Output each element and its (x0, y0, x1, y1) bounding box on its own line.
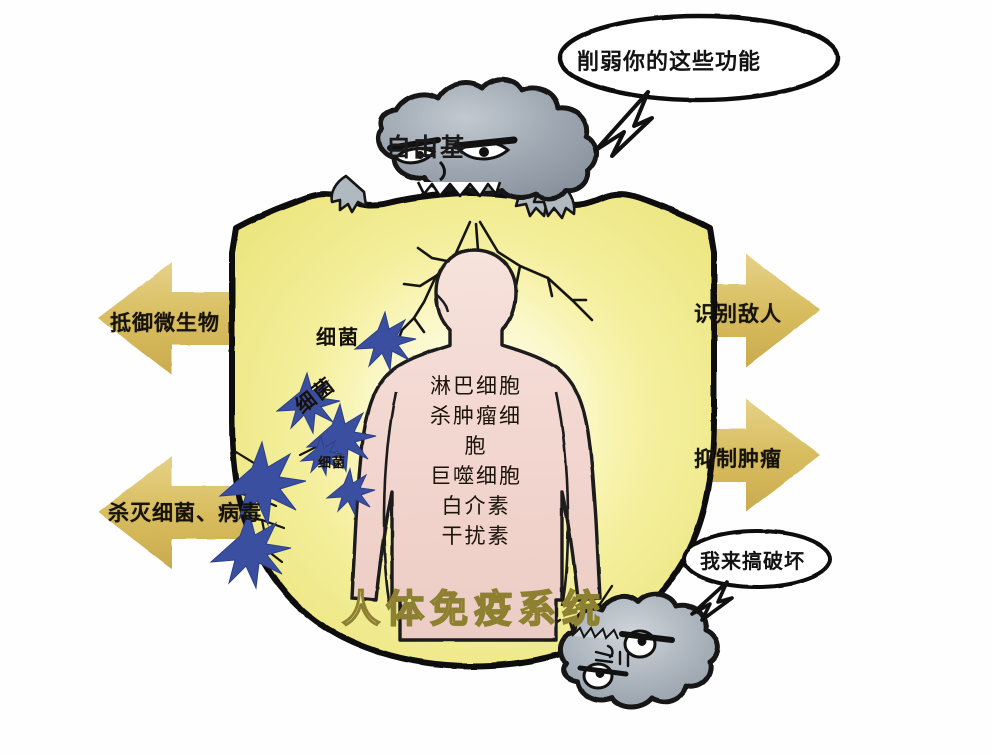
immune-cell-list: 淋巴细胞 杀肿瘤细 胞 巨噬细胞 白介素 干扰素 (396, 370, 556, 550)
cloud-claws-left (330, 174, 368, 214)
arrow-shape-right-bottom (652, 399, 820, 512)
arrow-shape-left-top (98, 262, 300, 375)
free-radical-label: 自由基 (386, 133, 468, 162)
bacteria-star-icon (353, 310, 417, 372)
cloud-body (376, 76, 599, 202)
page-title: 人体免疫系统 (341, 586, 607, 632)
bacteria-star-icon (325, 467, 376, 517)
arrow-shape-left-bottom (98, 456, 300, 569)
speech-tail-bottom (690, 580, 734, 622)
human-body-silhouette (350, 248, 602, 642)
bottom-cloud-monster (557, 591, 721, 710)
immune-cell-item: 白介素 (441, 494, 511, 518)
arrow-group (98, 254, 820, 569)
arrow-label-resist-microbes[interactable]: 抵御微生物 (110, 311, 220, 335)
immune-cell-item: 淋巴细胞 (430, 374, 522, 398)
arrow-label-suppress-tumor[interactable]: 抑制肿瘤 (694, 447, 782, 471)
speech-text-top: 削弱你的这些功能 (577, 50, 762, 75)
bacteria-star-group (209, 310, 417, 590)
speech-bubble-top (557, 13, 841, 158)
cloud-eyes (577, 629, 675, 690)
speech-bubble-bottom (682, 529, 832, 622)
arrow-label-kill-bacteria-virus[interactable]: 杀灭细菌、病毒 (108, 501, 262, 525)
immune-cell-item: 胞 (464, 434, 488, 458)
bacteria-star-icon (299, 434, 344, 477)
speech-text-bottom: 我来搞破坏 (700, 549, 805, 573)
top-cloud-monster (330, 76, 599, 220)
bacteria-star-icon (218, 440, 307, 527)
cloud-mouth (416, 160, 502, 198)
arrow-label-identify-enemy[interactable]: 识别敌人 (694, 302, 782, 326)
arrow-shape-right-top (652, 254, 820, 367)
speech-tail-top (594, 90, 654, 158)
immune-cell-item: 巨噬细胞 (430, 464, 522, 488)
immune-cell-item: 杀肿瘤细 (430, 404, 522, 428)
bacteria-label: 细菌 (316, 325, 360, 349)
cloud-fur (571, 626, 619, 640)
cloud-eyes (387, 136, 518, 165)
bacteria-label: 细菌 (318, 456, 347, 471)
bacteria-star-icon (209, 510, 292, 590)
immune-cell-item: 干扰素 (441, 524, 511, 548)
